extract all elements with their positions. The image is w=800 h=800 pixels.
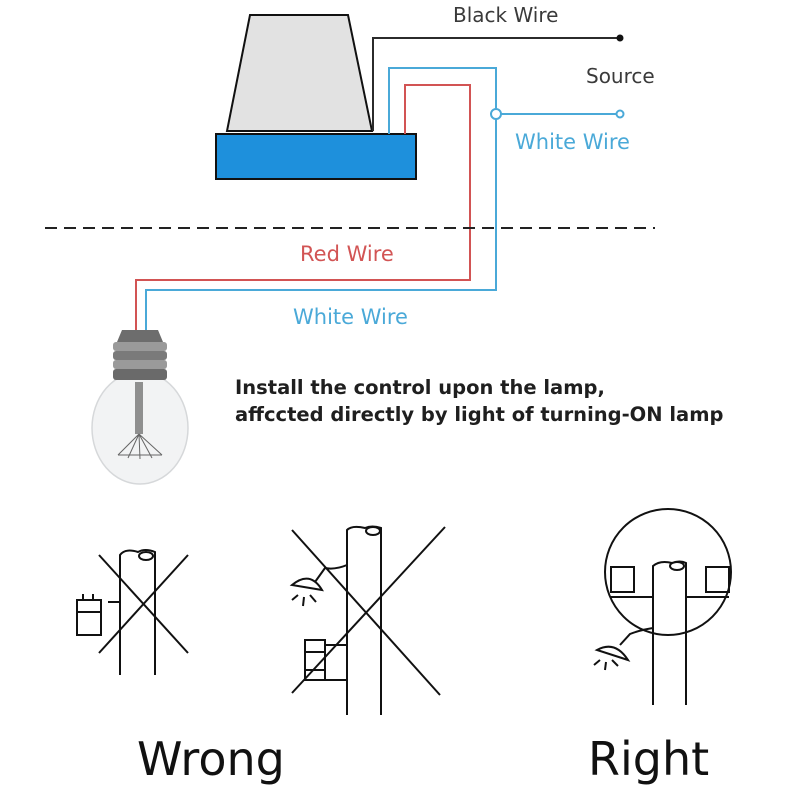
photocell-sensor xyxy=(215,14,417,180)
instruction-line-2: affccted directly by light of turning-ON… xyxy=(235,403,724,426)
wrong-example-lamp-above xyxy=(289,525,446,715)
white-wire-junction xyxy=(490,108,502,120)
sensor-cap xyxy=(225,14,374,132)
installation-instruction: Install the control upon the lamp, affcc… xyxy=(235,374,724,428)
white-wire-bottom-label: White Wire xyxy=(293,305,408,329)
wrong-example-side-mount xyxy=(76,549,189,675)
black-wire-terminal xyxy=(616,34,624,42)
red-wire xyxy=(135,84,471,330)
right-label: Right xyxy=(588,732,710,786)
white-wire-top-label: White Wire xyxy=(515,130,630,154)
black-wire-label: Black Wire xyxy=(453,3,559,27)
source-label: Source xyxy=(586,64,655,88)
right-example-top-mount xyxy=(593,508,732,705)
instruction-line-1: Install the control upon the lamp, xyxy=(235,376,605,399)
light-bulb-icon xyxy=(91,330,189,485)
white-wire-top xyxy=(145,67,497,330)
red-wire-label: Red Wire xyxy=(300,242,394,266)
white-wire-terminal xyxy=(615,109,625,119)
sensor-base xyxy=(215,133,417,180)
wrong-label: Wrong xyxy=(137,732,285,786)
black-wire xyxy=(372,37,620,131)
